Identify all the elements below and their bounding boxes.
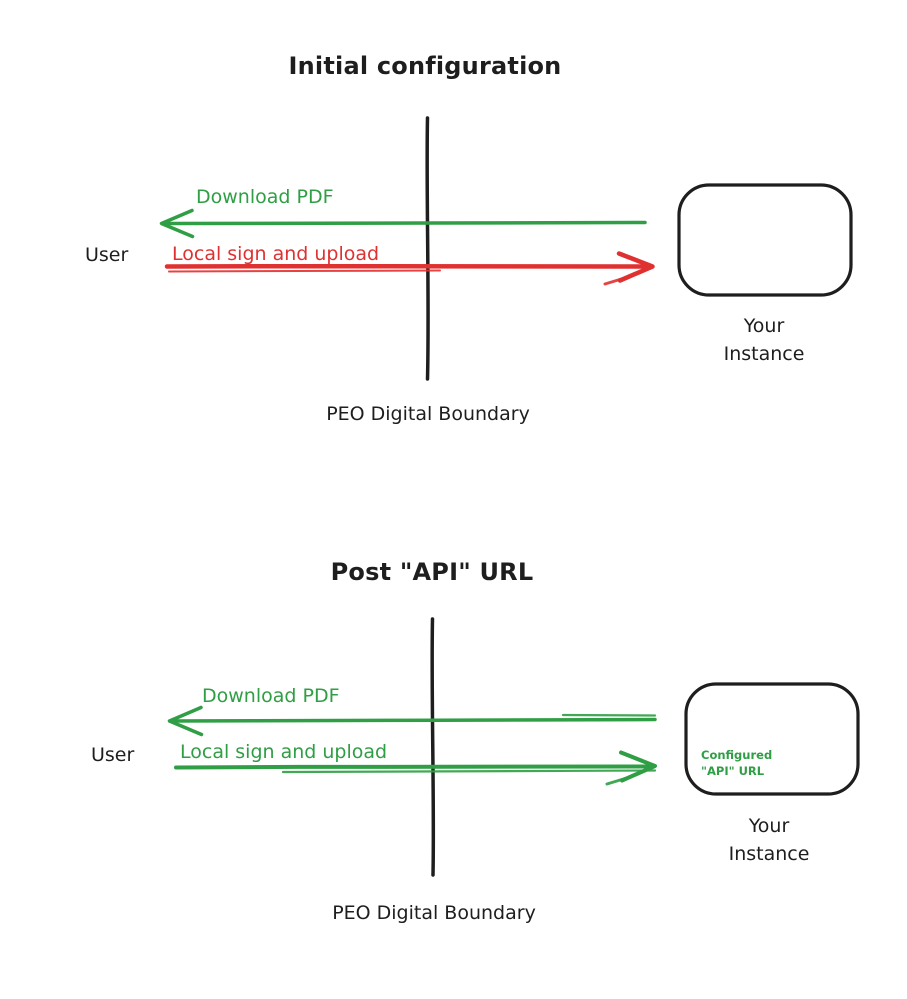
diagram2-title: Post "API" URL bbox=[330, 558, 534, 586]
diagram2-boundary-label: PEO Digital Boundary bbox=[332, 902, 536, 924]
diagram1-instance-label: Your Instance bbox=[724, 312, 805, 368]
diagram1-shapes bbox=[159, 116, 853, 381]
instance-label-line1: Your bbox=[748, 815, 790, 837]
boundary-line bbox=[430, 617, 436, 877]
download-arrow bbox=[167, 705, 657, 737]
upload-arrow bbox=[174, 750, 657, 786]
download-arrow bbox=[159, 208, 647, 239]
instance-box bbox=[684, 682, 860, 796]
diagram2-shapes bbox=[167, 617, 860, 877]
box-note-line1: Configured bbox=[701, 748, 773, 762]
diagram1-download-arrow-label: Download PDF bbox=[196, 186, 334, 208]
diagram1-boundary-label: PEO Digital Boundary bbox=[326, 403, 530, 425]
diagram2-instance-label: Your Instance bbox=[729, 812, 810, 868]
diagram2-download-arrow-label: Download PDF bbox=[202, 685, 340, 707]
diagram2-instance-box-note: Configured "API" URL bbox=[701, 747, 772, 779]
instance-box bbox=[677, 183, 853, 297]
box-note-line2: "API" URL bbox=[701, 764, 765, 778]
boundary-line bbox=[425, 116, 430, 381]
instance-label-line1: Your bbox=[743, 315, 785, 337]
diagram1-title: Initial configuration bbox=[288, 52, 562, 80]
instance-label-line2: Instance bbox=[728, 843, 810, 865]
diagram2-upload-arrow-label: Local sign and upload bbox=[180, 741, 388, 763]
instance-label-line2: Instance bbox=[723, 343, 805, 365]
upload-arrow bbox=[164, 251, 655, 286]
diagram1-upload-arrow-label: Local sign and upload bbox=[172, 243, 380, 265]
diagram2-user-label: User bbox=[91, 744, 135, 766]
diagram1-user-label: User bbox=[85, 244, 129, 266]
